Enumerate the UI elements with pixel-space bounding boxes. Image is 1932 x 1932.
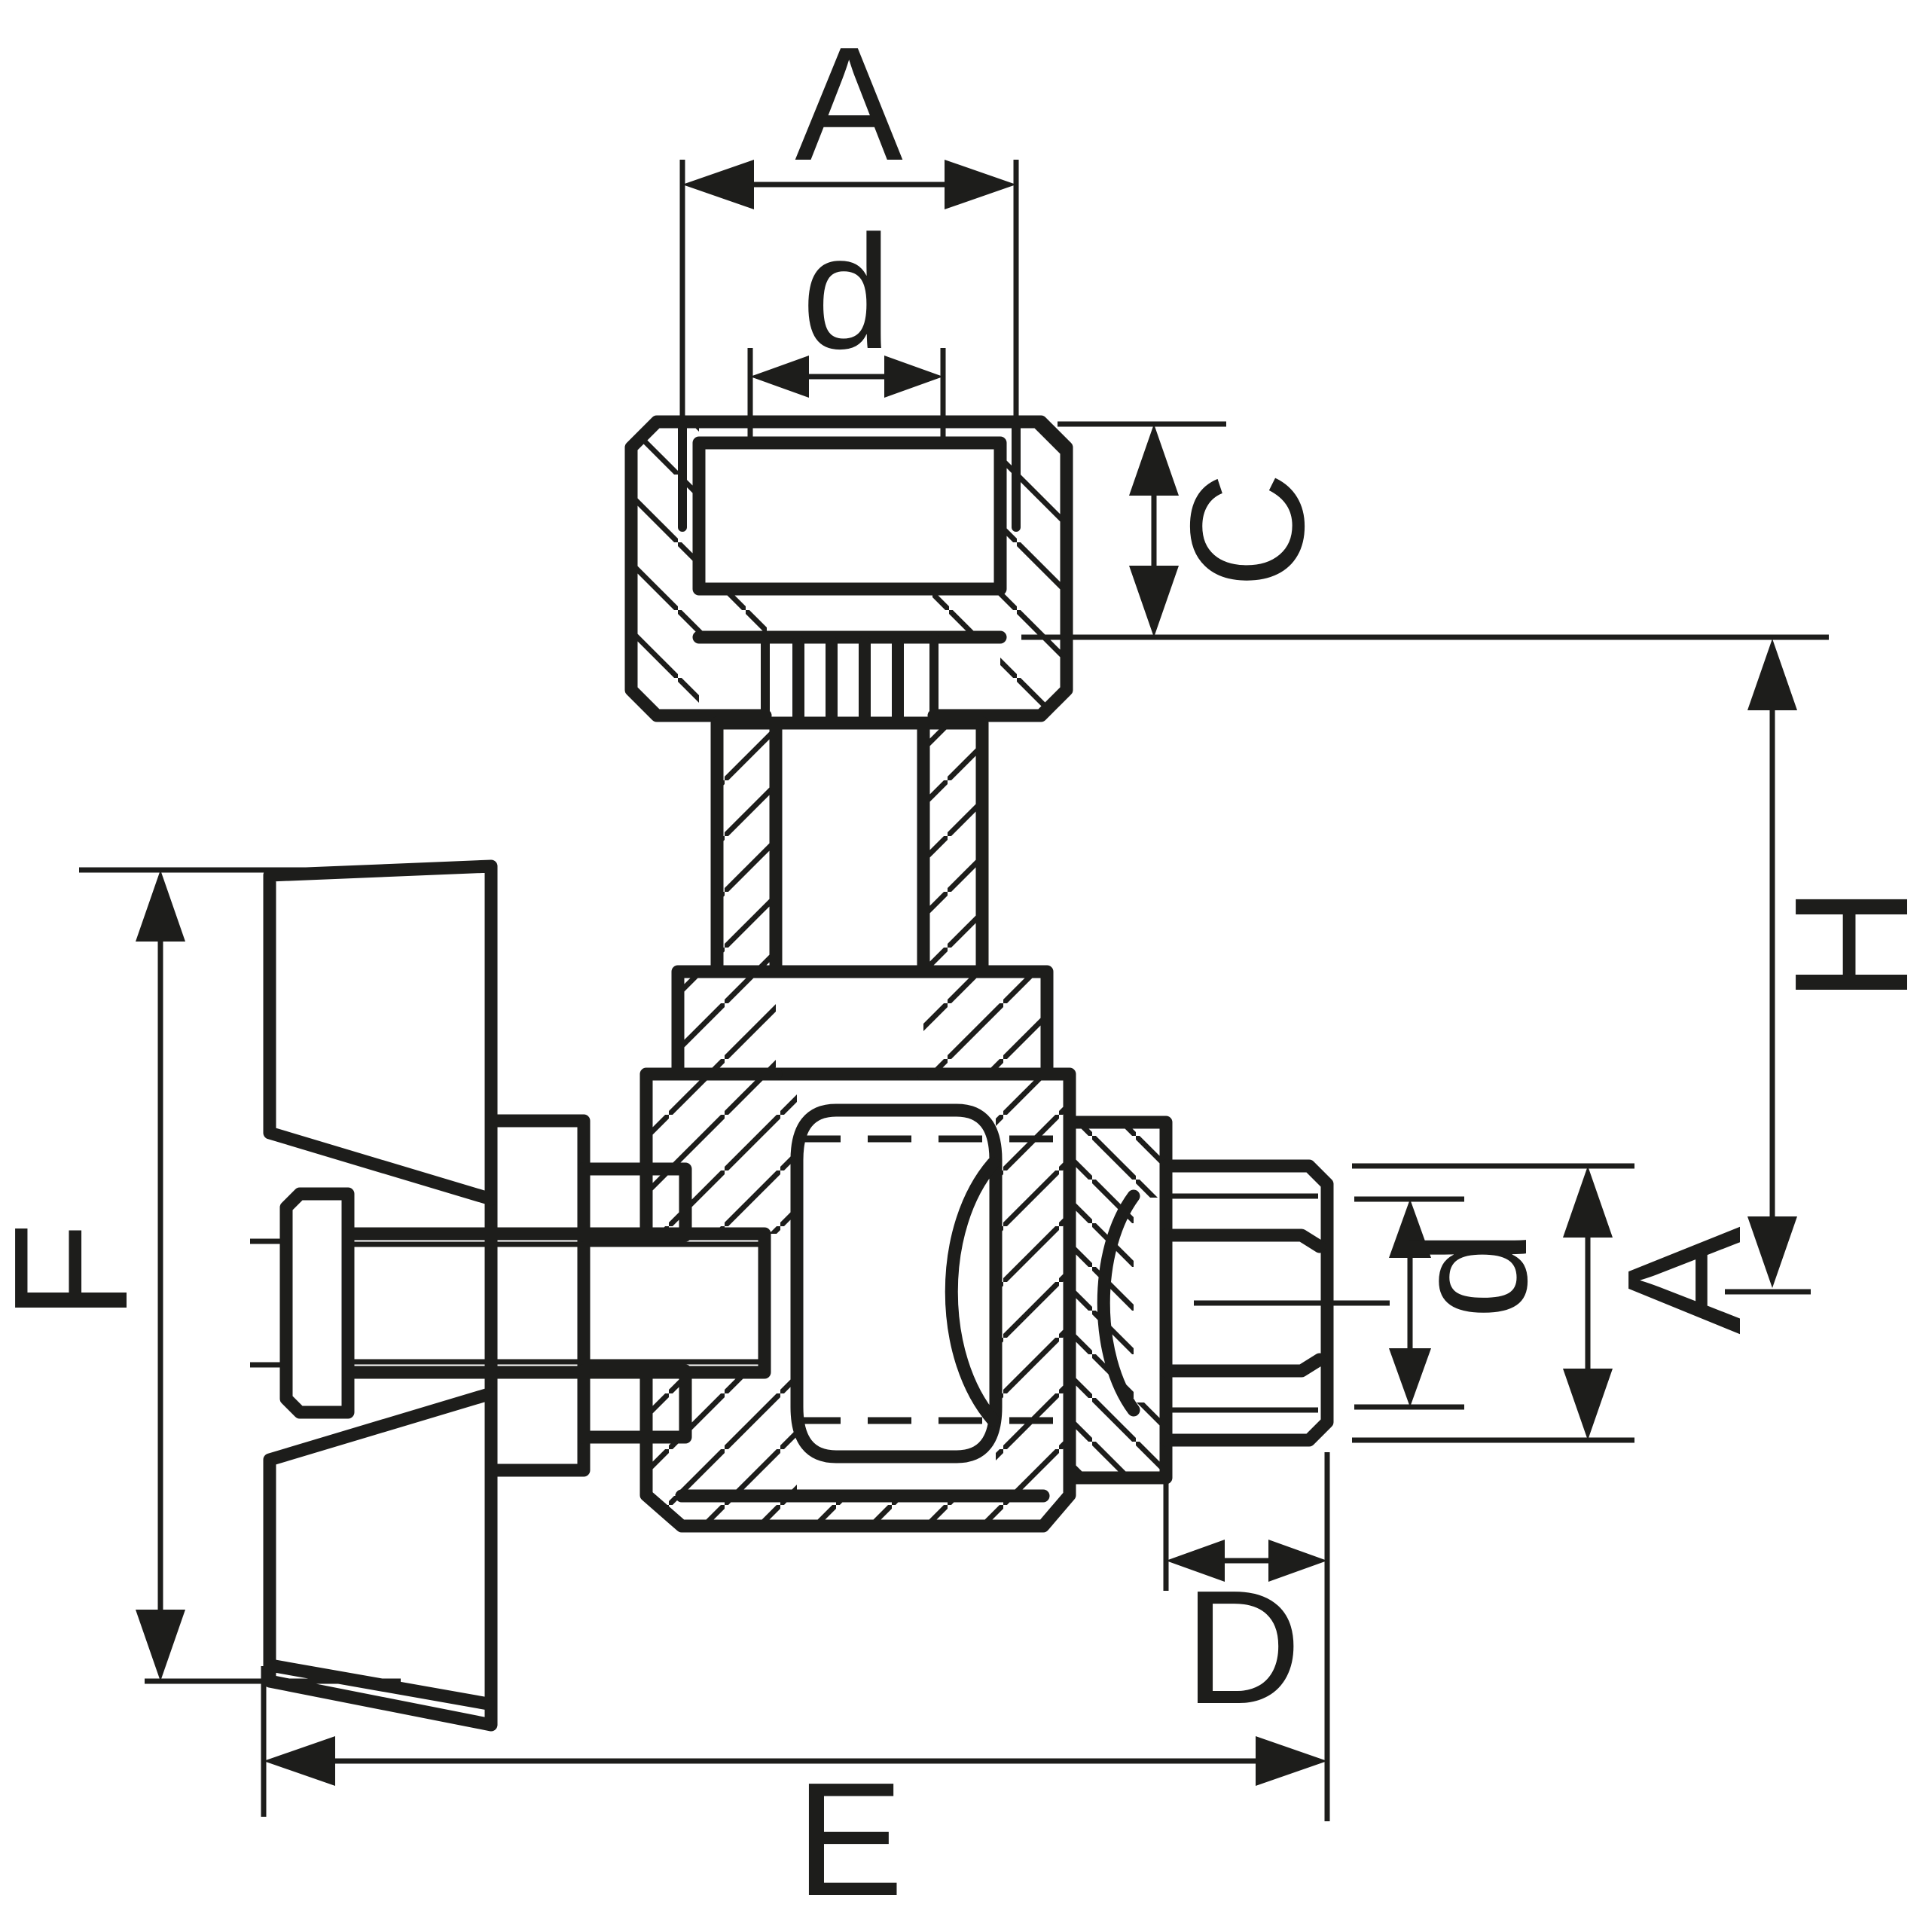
arrowhead-right	[1268, 1540, 1327, 1582]
valve-seat-curve	[945, 1157, 1000, 1427]
arrowhead-down	[1129, 566, 1179, 637]
arrowhead-up	[1747, 639, 1797, 710]
arrowhead-right	[884, 356, 943, 398]
dim-label-d-length: D	[1184, 1556, 1301, 1738]
valve-body	[639, 1067, 1076, 1533]
handle-wing-edge-line	[268, 1659, 495, 1711]
dim-label-h: H	[1760, 886, 1932, 1003]
outlet-bore-lines	[1159, 1228, 1326, 1378]
dimension-d-top: d	[747, 201, 946, 446]
dimension-d-outlet: d	[1354, 1196, 1561, 1410]
flange-hatch-left	[678, 972, 776, 1074]
outlet-port	[1063, 1116, 1390, 1485]
reference-lines	[79, 867, 488, 1684]
arrowhead-left	[1166, 1540, 1225, 1582]
nut-hex-flat-lines	[678, 419, 1021, 532]
arrowhead-left	[264, 1736, 335, 1786]
tailpiece-thread-edges	[761, 633, 939, 726]
arrowhead-up	[1563, 1166, 1613, 1238]
flange-outline	[671, 965, 1054, 1081]
handle-wing-bottom	[263, 1387, 498, 1732]
nut-band-hatch-left	[699, 589, 767, 637]
stem-shaft	[341, 1227, 771, 1379]
arrowhead-up	[136, 870, 185, 942]
arrowhead-down	[1747, 1216, 1797, 1288]
stem-detail-lines	[250, 1238, 765, 1368]
stem-spindle	[250, 1114, 771, 1477]
dimension-a-top: A	[679, 13, 1019, 422]
stem-end-cap	[279, 1187, 355, 1419]
nut-band-hatch-right	[932, 589, 1000, 637]
dim-label-d-outlet: d	[1379, 1229, 1561, 1320]
nut-outline	[624, 415, 1073, 722]
dim-label-e: E	[795, 1748, 903, 1930]
arrowhead-left	[750, 356, 809, 398]
arrowhead-up	[1129, 424, 1179, 496]
reference-lines	[1354, 1196, 1464, 1410]
pipe-outline	[710, 716, 989, 978]
dimension-h: H	[1725, 639, 1932, 1295]
body-hatch-left-upper	[646, 1074, 797, 1234]
dim-label-d-top: d	[801, 201, 892, 383]
arrowhead-down	[136, 1610, 185, 1681]
arrowhead-down	[1389, 1348, 1431, 1407]
bonnet-flange	[671, 965, 1054, 1081]
arrowhead-down	[1563, 1369, 1613, 1440]
dim-label-c: C	[1156, 472, 1338, 588]
extension-lines	[747, 348, 946, 446]
flange-hatch-right	[923, 972, 1047, 1074]
dimension-e: E	[261, 1666, 1327, 1930]
pipe-wall-hatch-left	[717, 723, 776, 972]
union-nut	[624, 415, 1073, 726]
dimension-a-outlet: A	[1352, 1163, 1775, 1443]
handle-web	[484, 1114, 591, 1477]
pipe-wall-hatch-right	[923, 723, 982, 972]
reference-lines	[1021, 421, 1829, 640]
body-hatch-right	[996, 1074, 1070, 1496]
dim-label-a-top: A	[795, 13, 902, 194]
dimension-d-length: D	[1163, 1452, 1330, 1821]
arrowhead-up	[1389, 1199, 1431, 1258]
thread-root-lines	[1166, 1193, 1318, 1413]
body-outline	[639, 1067, 1076, 1533]
arrowhead-right	[945, 160, 1016, 209]
riser-pipe	[710, 716, 989, 978]
dim-label-f: F	[0, 1222, 161, 1320]
nut-thread-cavity	[692, 436, 1007, 596]
dimension-f: F	[0, 867, 488, 1684]
nut-left-wall-hatch	[631, 422, 699, 716]
arrowhead-left	[682, 160, 754, 209]
body-cavity	[790, 1103, 1003, 1463]
arrowhead-right	[1256, 1736, 1327, 1786]
dimension-c: C	[1021, 421, 1829, 640]
dim-label-a-outlet: A	[1593, 1226, 1775, 1334]
extension-lines	[679, 160, 1019, 422]
extension-lines	[1163, 1452, 1330, 1821]
outlet-seat-curve	[1097, 1189, 1140, 1417]
tailpiece-thread-bars	[792, 636, 904, 725]
reference-lines	[1352, 1163, 1634, 1443]
nut-right-wall-hatch	[1000, 422, 1067, 716]
